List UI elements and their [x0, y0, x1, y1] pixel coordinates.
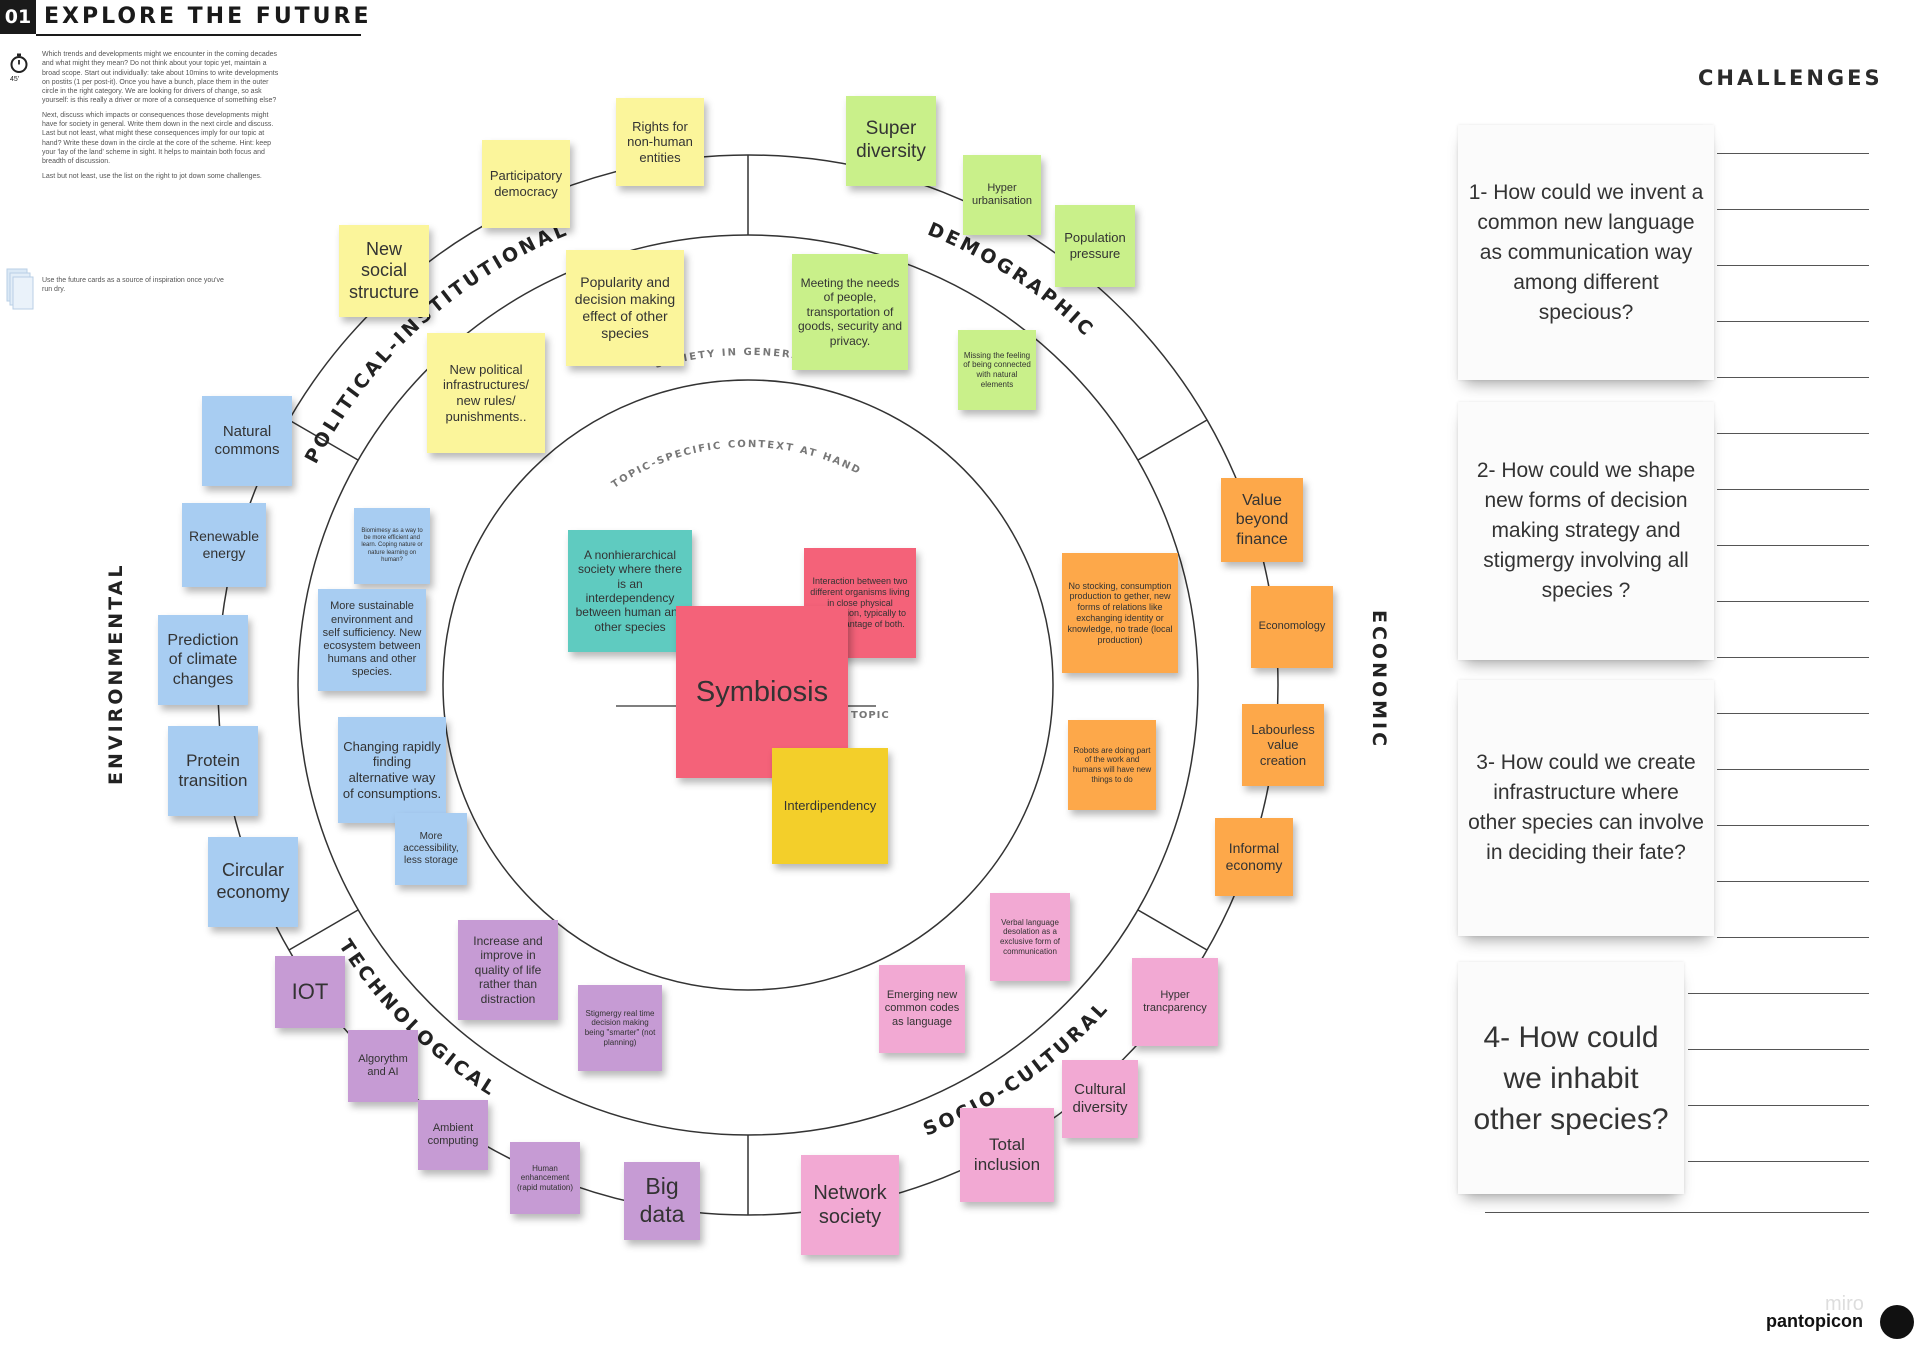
instructions-paragraph: Which trends and developments might we e… [42, 51, 279, 105]
sticky-note[interactable]: Missing the feeling of being connected w… [958, 330, 1036, 410]
sticky-note[interactable]: Economology [1251, 586, 1333, 668]
sticky-note[interactable]: Cultural diversity [1062, 1060, 1138, 1138]
sector-divider [1137, 909, 1208, 951]
challenge-card[interactable]: 3- How could we create infrastructure wh… [1458, 680, 1714, 936]
instructions-paragraph: Last but not least, use the list on the … [42, 172, 262, 180]
sticky-note[interactable]: Prediction of climate changes [158, 615, 248, 705]
sticky-note[interactable]: Hyper trancparency [1132, 958, 1218, 1046]
sticky-note[interactable]: A nonhierarchical society where there is… [568, 530, 692, 652]
miro-watermark: miro [1825, 1293, 1864, 1315]
sticky-note[interactable]: Renewable energy [182, 503, 266, 587]
challenge-card[interactable]: 1- How could we invent a common new lang… [1458, 125, 1714, 380]
sticky-note[interactable]: Algorythm and AI [348, 1030, 418, 1102]
sticky-note[interactable]: Labourless value creation [1242, 704, 1324, 786]
sticky-note[interactable]: Changing rapidly finding alternative way… [338, 717, 446, 823]
sticky-note[interactable]: Hyper urbanisation [963, 155, 1041, 235]
sticky-note[interactable]: Biomimesy as a way to be more efficient … [354, 508, 430, 584]
page-title: EXPLORE THE FUTURE [44, 4, 372, 29]
brand-logo: pantopicon [1766, 1311, 1863, 1331]
sticky-note[interactable]: Big data [624, 1162, 700, 1240]
sticky-note[interactable]: More sustainable environment and self su… [318, 589, 426, 691]
sticky-note[interactable]: Interdipendency [772, 748, 888, 864]
sticky-note[interactable]: Rights for non-human entities [616, 98, 704, 186]
sticky-note[interactable]: New political infrastructures/ new rules… [427, 333, 545, 453]
section-number: 01 [0, 0, 36, 34]
timer-label: 45' [10, 76, 20, 83]
challenge-card[interactable]: 2- How could we shape new forms of decis… [1458, 402, 1714, 660]
sticky-note[interactable]: Protein transition [168, 726, 258, 816]
sticky-note[interactable]: No stocking, consumption production to g… [1062, 553, 1178, 673]
challenge-card[interactable]: 4- How could we inhabit other species? [1458, 962, 1684, 1194]
sticky-note[interactable]: Interaction between two different organi… [804, 548, 916, 658]
sticky-note[interactable]: Value beyond finance [1221, 478, 1303, 562]
sticky-note[interactable]: More accessibility, less storage [395, 813, 467, 885]
topic-context-ring [442, 379, 1054, 991]
sector-divider [1137, 419, 1208, 461]
sticky-note[interactable]: Emerging new common codes as language [879, 965, 965, 1053]
instructions: Which trends and developments might we e… [42, 50, 280, 186]
title-underline [36, 34, 361, 36]
instructions-paragraph: Next, discuss which impacts or consequen… [42, 111, 274, 166]
sticky-note[interactable]: Verbal language desolation as a exclusiv… [990, 893, 1070, 981]
sticky-note[interactable]: Total inclusion [960, 1108, 1054, 1202]
sticky-note[interactable]: Human enhancement (rapid mutation) [510, 1142, 580, 1214]
sticky-note[interactable]: Meeting the needs of people, transportat… [792, 254, 908, 370]
sticky-note[interactable]: Increase and improve in quality of life … [458, 920, 558, 1020]
sticky-note[interactable]: Natural commons [202, 396, 292, 486]
stopwatch-icon [10, 53, 28, 73]
sticky-note[interactable]: IOT [275, 956, 345, 1028]
challenges-title: CHALLENGES [1698, 66, 1883, 90]
sticky-note[interactable]: Population pressure [1055, 205, 1135, 287]
sticky-note[interactable]: Robots are doing part of the work and hu… [1068, 720, 1156, 810]
sector-divider [288, 909, 359, 951]
future-cards-icon [6, 268, 34, 310]
sticky-note[interactable]: Super diversity [846, 96, 936, 186]
brand-mark-icon [1880, 1305, 1914, 1339]
sticky-note[interactable]: Participatory democracy [482, 140, 570, 228]
sticky-note[interactable]: Stigmergy real time decision making bein… [578, 985, 662, 1071]
sticky-note[interactable]: Circular economy [208, 837, 298, 927]
cards-hint: Use the future cards as a source of insp… [42, 277, 224, 293]
sticky-note[interactable]: Popularity and decision making effect of… [566, 250, 684, 366]
sticky-note[interactable]: Network society [801, 1155, 899, 1255]
sticky-note[interactable]: Informal economy [1215, 818, 1293, 896]
sticky-note[interactable]: Ambient computing [418, 1100, 488, 1170]
sector-divider [288, 419, 359, 461]
sticky-note[interactable]: New social structure [339, 225, 429, 317]
